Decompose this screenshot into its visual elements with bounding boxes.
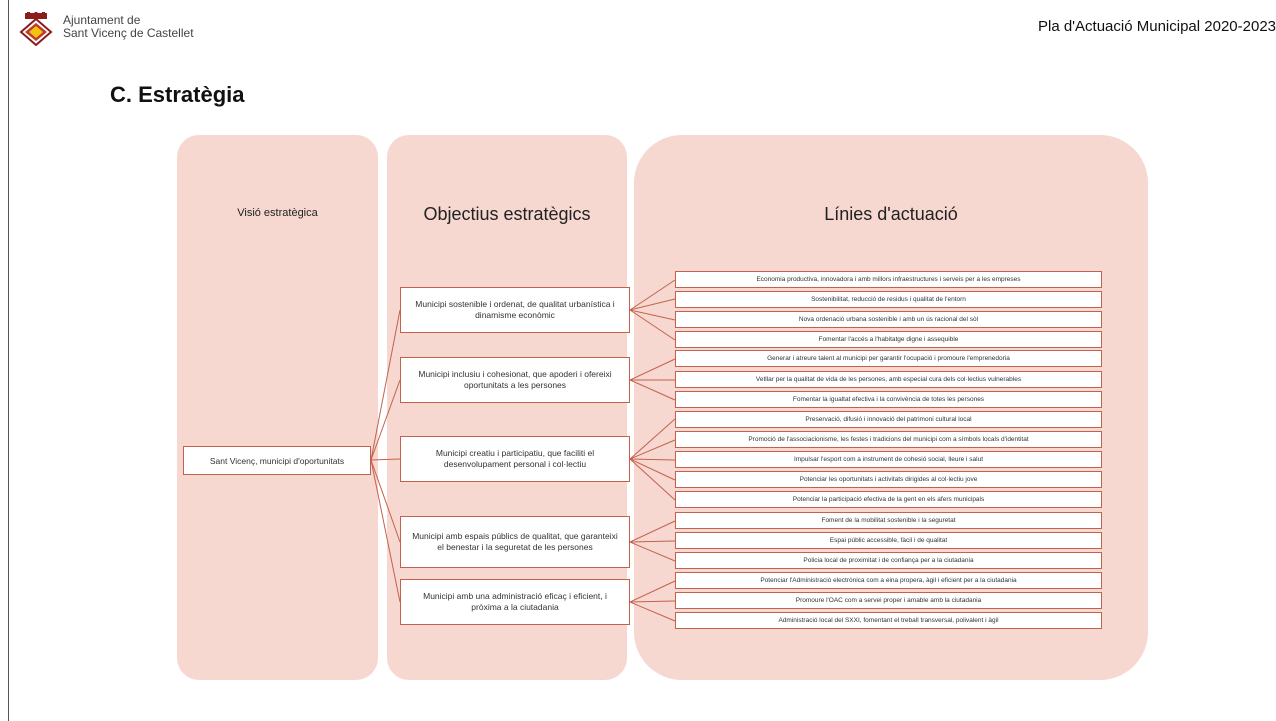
objective-box: Municipi creatiu i participatiu, que fac… — [400, 436, 630, 482]
action-line-box: Fomentar l'accés a l'habitatge digne i a… — [675, 331, 1102, 348]
vision-box: Sant Vicenç, municipi d'oportunitats — [183, 446, 371, 475]
action-line-box: Impulsar l'esport com a instrument de co… — [675, 451, 1102, 468]
action-line-box: Fomentar la igualtat efectiva i la convi… — [675, 391, 1102, 408]
municipal-crest-icon — [19, 12, 53, 46]
action-line-box: Policia local de proximitat i de confian… — [675, 552, 1102, 569]
action-line-box: Potenciar les oportunitats i activitats … — [675, 471, 1102, 488]
objective-box: Municipi amb una administració eficaç i … — [400, 579, 630, 625]
action-line-box: Promoure l'OAC com a servei proper i ama… — [675, 592, 1102, 609]
action-line-box: Nova ordenació urbana sostenible i amb u… — [675, 311, 1102, 328]
action-line-box: Promoció de l'associacionisme, les feste… — [675, 431, 1102, 448]
action-line-box: Generar i atreure talent al municipi per… — [675, 350, 1102, 367]
action-line-box: Preservació, difusió i innovació del pat… — [675, 411, 1102, 428]
action-line-box: Sostenibilitat, reducció de residus i qu… — [675, 291, 1102, 308]
vision-panel — [177, 135, 378, 680]
action-line-box: Potenciar l'Administració electrònica co… — [675, 572, 1102, 589]
document-title: Pla d'Actuació Municipal 2020-2023 — [1037, 18, 1276, 35]
lines-heading: Línies d'actuació — [824, 204, 958, 224]
section-title: C. Estratègia — [110, 82, 245, 107]
vision-heading: Visió estratègica — [237, 207, 318, 219]
organization-name: Ajuntament de Sant Vicenç de Castellet — [63, 14, 194, 40]
action-line-box: Espai públic accessible, fàcil i de qual… — [675, 532, 1102, 549]
action-line-box: Foment de la mobilitat sostenible i la s… — [675, 512, 1102, 529]
objective-box: Municipi amb espais públics de qualitat,… — [400, 516, 630, 568]
objective-box: Municipi inclusiu i cohesionat, que apod… — [400, 357, 630, 403]
action-line-box: Administració local del SXXI, fomentant … — [675, 612, 1102, 629]
objective-box: Municipi sostenible i ordenat, de qualit… — [400, 287, 630, 333]
organization-name-line2: Sant Vicenç de Castellet — [63, 26, 194, 40]
action-line-box: Vetllar per la qualitat de vida de les p… — [675, 371, 1102, 388]
organization-name-line1: Ajuntament de — [63, 13, 141, 27]
objectives-heading: Objectius estratègics — [423, 204, 591, 224]
action-line-box: Potenciar la participació efectiva de la… — [675, 491, 1102, 508]
slide: Ajuntament de Sant Vicenç de Castellet P… — [8, 0, 1276, 721]
action-line-box: Economia productiva, innovadora i amb mi… — [675, 271, 1102, 288]
